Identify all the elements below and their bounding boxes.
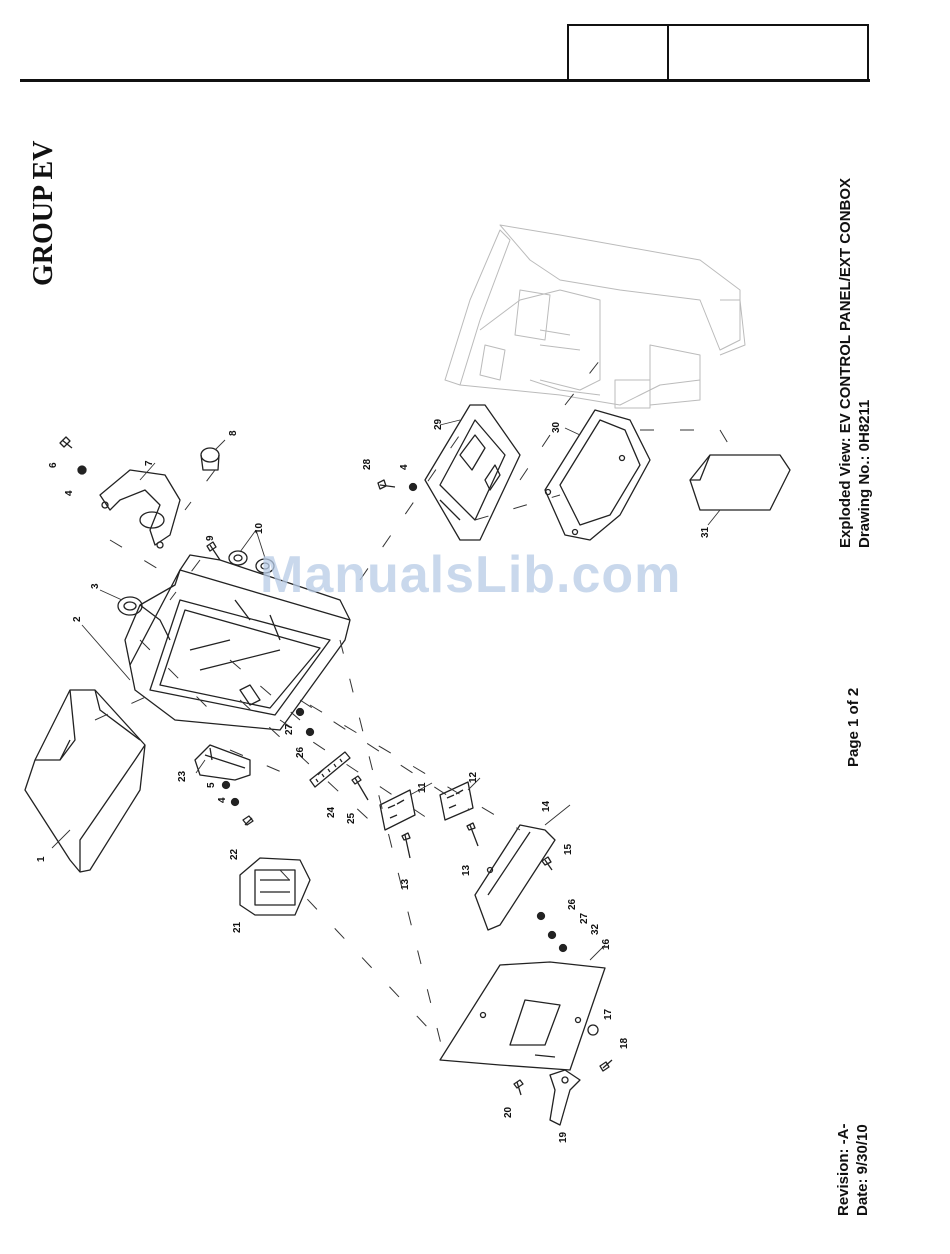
part-5-screw: [223, 782, 230, 789]
part-25-screw: [352, 776, 368, 800]
callout-9: 9: [205, 535, 216, 541]
assembly-lines: [95, 360, 735, 1060]
part-17-grommet: [588, 1025, 598, 1035]
part-8-bushing: [201, 448, 219, 470]
part-27b-nut: [549, 932, 556, 939]
callout-10: 10: [254, 522, 265, 534]
part-4b-washer: [232, 799, 239, 806]
part-20-screw: [514, 1080, 523, 1095]
callout-3: 3: [90, 583, 101, 589]
callout-labels: 1 2 3 4 6 7 8 9 10 23 5 4 22 21 27 26 24…: [36, 418, 711, 1143]
part-19-lug: [550, 1070, 580, 1125]
part-26b-nut: [538, 913, 545, 920]
callout-23: 23: [177, 770, 188, 782]
callout-15: 15: [563, 843, 574, 855]
part-11-terminal-block: [380, 790, 415, 830]
callout-6: 6: [48, 462, 59, 468]
part-9-screw: [207, 542, 220, 560]
part-4c-washer: [410, 484, 417, 491]
part-26-nut: [307, 729, 314, 736]
callout-2: 2: [72, 616, 83, 622]
callout-13a: 13: [400, 878, 411, 890]
part-28-screw: [378, 480, 395, 489]
part-18-screw: [600, 1060, 612, 1071]
callout-5: 5: [206, 782, 217, 788]
callout-8: 8: [228, 430, 239, 436]
generator-frame-outline: [445, 225, 745, 408]
callout-4b: 4: [217, 797, 228, 803]
callout-14: 14: [541, 800, 552, 812]
part-6-screw: [60, 437, 72, 448]
callout-1: 1: [36, 856, 47, 862]
part-32-washer: [560, 945, 567, 952]
callout-18: 18: [619, 1037, 630, 1049]
callout-30: 30: [551, 421, 562, 433]
part-21-contactor: [240, 858, 310, 915]
callout-19: 19: [558, 1131, 569, 1143]
callout-31: 31: [700, 526, 711, 538]
part-22-screw: [243, 816, 253, 825]
part-31-block: [690, 455, 790, 510]
callout-12: 12: [468, 771, 479, 783]
part-1-cover: [25, 690, 145, 872]
part-4-washer: [78, 466, 86, 474]
part-16-plate: [440, 962, 605, 1070]
part-24-terminal-strip: [310, 752, 350, 787]
callout-13b: 13: [461, 864, 472, 876]
callout-27b: 27: [579, 912, 590, 924]
callout-22: 22: [229, 848, 240, 860]
part-12-terminal-block: [440, 782, 473, 820]
callout-17: 17: [603, 1008, 614, 1020]
callout-26b: 26: [567, 898, 578, 910]
part-13-screw-b: [467, 823, 478, 846]
callout-27: 27: [284, 723, 295, 735]
part-13-screw-a: [402, 833, 410, 858]
callout-29: 29: [433, 418, 444, 430]
callout-32: 32: [590, 923, 601, 935]
callout-24: 24: [326, 806, 337, 818]
callout-20: 20: [503, 1106, 514, 1118]
callout-4: 4: [64, 490, 75, 496]
part-27-nut: [297, 709, 304, 716]
callout-28: 28: [362, 458, 373, 470]
callout-21: 21: [232, 921, 243, 933]
callout-7: 7: [144, 460, 155, 466]
callout-25: 25: [346, 812, 357, 824]
callout-11: 11: [417, 782, 428, 793]
part-7-bracket: [100, 470, 180, 548]
callout-26: 26: [295, 746, 306, 758]
callout-16: 16: [601, 938, 612, 950]
watermark: ManualsLib.com: [260, 545, 681, 605]
callout-4c: 4: [399, 464, 410, 470]
